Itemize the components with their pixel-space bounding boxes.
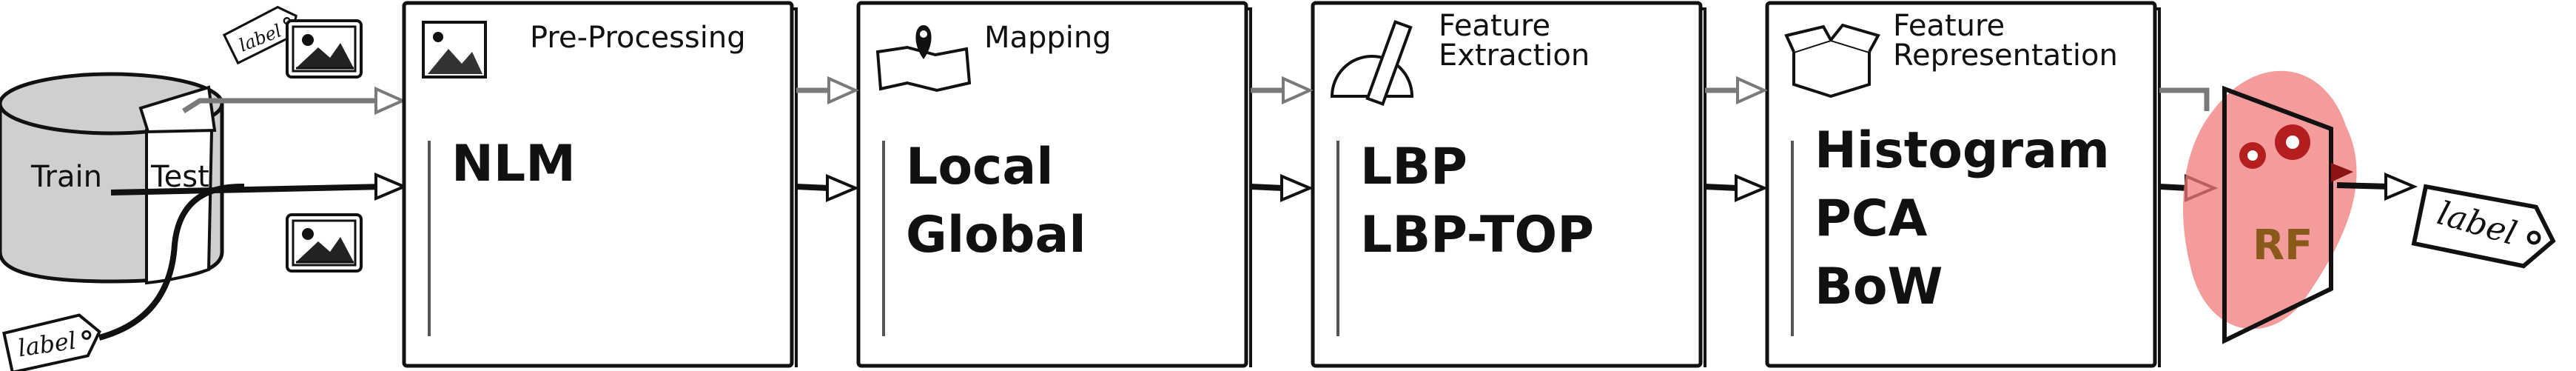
stage-method-label: PCA bbox=[1815, 190, 1928, 248]
stage-title-line: Representation bbox=[1893, 39, 2118, 73]
gray-connector-1 bbox=[796, 76, 859, 105]
train-label: Train bbox=[30, 160, 102, 194]
test-image-icon bbox=[286, 213, 363, 273]
map-pin-icon bbox=[875, 25, 972, 93]
stages-group: Pre-ProcessingNLMMappingLocalGlobalFeatu… bbox=[402, 1, 2161, 368]
stage-box-1 bbox=[402, 1, 794, 368]
train-image-icon bbox=[286, 19, 363, 78]
landscape-image-icon bbox=[422, 21, 487, 78]
label-feed-line bbox=[98, 183, 245, 341]
rf-trapezoid bbox=[2222, 85, 2333, 344]
label-tag-bottom: label bbox=[1, 311, 105, 371]
protractor-ruler-icon bbox=[1330, 19, 1414, 107]
dataset-cylinder: Train Test bbox=[0, 72, 224, 285]
gears-icon bbox=[2239, 124, 2310, 169]
gray-connector-3 bbox=[1705, 76, 1768, 105]
black-connector-3 bbox=[1704, 173, 1769, 203]
stage-box-2 bbox=[856, 1, 1248, 368]
stage-method-label: LBP bbox=[1360, 138, 1467, 196]
stage-title-line: Extraction bbox=[1439, 39, 1590, 73]
stage-title-line: Feature bbox=[1439, 9, 1550, 43]
stage-title-line: Feature bbox=[1893, 9, 2005, 43]
stage-title-line: Pre-Processing bbox=[530, 21, 746, 55]
stage-method-label: NLM bbox=[451, 135, 576, 193]
black-connector-2 bbox=[1250, 173, 1314, 203]
black-connector-1 bbox=[796, 173, 860, 203]
stage-title-line: Mapping bbox=[984, 21, 1112, 55]
train-feed-arrow bbox=[182, 86, 406, 116]
gray-connector-2 bbox=[1251, 76, 1314, 105]
stage-method-label: BoW bbox=[1815, 258, 1943, 316]
stage-method-label: Histogram bbox=[1815, 121, 2110, 180]
stage-method-label: LBP-TOP bbox=[1360, 206, 1594, 264]
open-box-icon bbox=[1784, 23, 1880, 98]
stage-box-4 bbox=[1765, 1, 2157, 368]
classifier: RF label bbox=[2183, 70, 2560, 344]
classifier-output-arrow bbox=[2336, 172, 2418, 201]
rf-label: RF bbox=[2253, 221, 2313, 270]
stage-method-label: Local bbox=[906, 138, 1054, 196]
stage-method-label: Global bbox=[906, 206, 1086, 264]
gray-connector-4 bbox=[2159, 87, 2210, 111]
output-label-tag: label bbox=[2409, 176, 2560, 280]
test-feed-arrow bbox=[110, 172, 408, 201]
